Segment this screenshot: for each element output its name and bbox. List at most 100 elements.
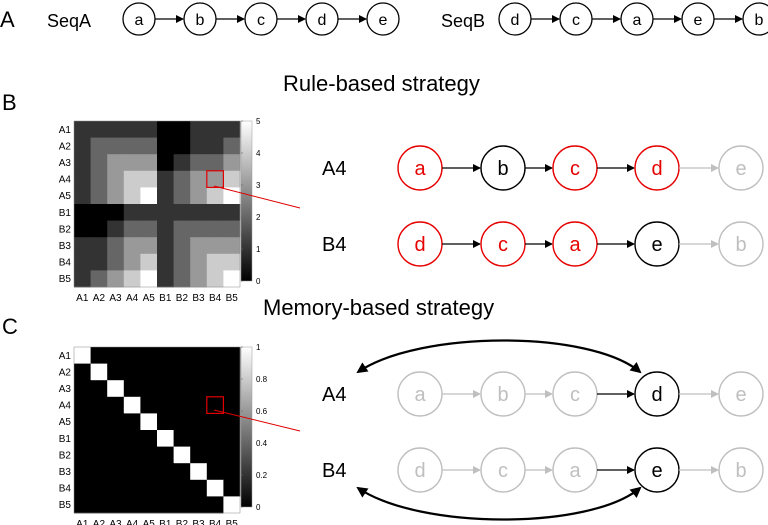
memory-matrix-cell xyxy=(123,396,141,414)
rule-matrix-cell xyxy=(157,121,174,138)
rule-matrix-cell xyxy=(173,121,191,138)
memory-matrix-cell xyxy=(173,463,191,481)
memory-matrix-cell xyxy=(123,446,141,464)
memory-strategy-title: Memory-based strategy xyxy=(263,295,494,320)
seqA-node-label: c xyxy=(257,12,265,29)
memory-matrix-frame xyxy=(73,346,241,514)
memory-matrix-cell xyxy=(206,446,224,464)
rule-matrix-colorbar-tick-label: 1 xyxy=(256,245,261,254)
rule-matrix-cell xyxy=(173,220,191,238)
memory-matrix-cell xyxy=(123,430,141,447)
memory-matrix-cell xyxy=(140,396,158,414)
memory-matrix-cell xyxy=(173,380,191,398)
memory-matrix-cell xyxy=(206,396,224,414)
memory-matrix-col-label: B4 xyxy=(209,519,222,525)
rule-matrix-cell xyxy=(223,253,241,271)
memory-matrix-cell xyxy=(157,446,174,464)
memory-matrix-cell xyxy=(74,496,91,514)
seqB-node-b xyxy=(742,2,768,36)
rule-matrix-cell xyxy=(74,187,91,205)
memory-matrix-cell xyxy=(206,430,224,447)
rule-matrix-cell xyxy=(157,137,174,155)
memory-matrix-col-label: B5 xyxy=(226,519,239,525)
memory-matrix-cell xyxy=(206,380,224,398)
memory-node-e xyxy=(718,371,764,417)
memory-node-label: c xyxy=(498,460,508,482)
rule-matrix-row-label: A1 xyxy=(59,125,72,136)
memory-matrix-col-label: B2 xyxy=(176,519,189,525)
memory-colorbar xyxy=(240,346,253,508)
rule-matrix-cell xyxy=(173,253,191,271)
memory-matrix-cell xyxy=(173,413,191,431)
rule-matrix-cell xyxy=(206,237,224,255)
memory-matrix-cell xyxy=(173,363,191,381)
rule-matrix-cell xyxy=(140,237,158,255)
seqB-node-label: b xyxy=(755,12,764,29)
memory-matrix-cell xyxy=(190,463,208,481)
memory-matrix-colorbar-tick-label: 0.2 xyxy=(256,471,268,480)
memory-matrix-col-label: A2 xyxy=(93,519,106,525)
rule-matrix-col-label: A3 xyxy=(109,293,122,304)
rule-matrix-cell xyxy=(107,154,125,172)
rule-matrix-cell xyxy=(107,237,125,255)
memory-matrix-cell xyxy=(157,463,174,481)
memory-matrix-cell xyxy=(223,396,241,414)
rule-matrix-cell xyxy=(206,220,224,238)
seqA-node-e xyxy=(366,2,400,36)
rule-matrix-cell xyxy=(206,170,224,188)
memory-matrix-cell xyxy=(107,446,125,464)
memory-matrix-cell xyxy=(74,446,91,464)
rule-matrix-cell xyxy=(90,237,108,255)
rule-matrix-cell xyxy=(223,187,241,205)
rule-matrix-row-label: A2 xyxy=(59,141,72,152)
rule-node-label: e xyxy=(651,234,662,256)
rule-matrix-cell xyxy=(206,154,224,172)
rule-matrix-cell xyxy=(173,237,191,255)
memory-matrix-cell xyxy=(173,479,191,497)
rule-colorbar xyxy=(240,120,253,282)
memory-node-label: a xyxy=(569,460,581,482)
memory-matrix-highlight-box xyxy=(206,396,225,414)
memory-matrix-colorbar-tick-label: 0 xyxy=(256,503,261,512)
rule-matrix-colorbar-tick-label: 2 xyxy=(256,213,261,222)
memory-matrix-cell xyxy=(157,380,174,398)
rule-matrix-col-label: A2 xyxy=(93,293,106,304)
rule-matrix-cell xyxy=(140,204,158,221)
rule-matrix-cell xyxy=(123,187,141,205)
rule-node-b xyxy=(718,221,764,267)
memory-node-label: b xyxy=(497,384,508,406)
rule-matrix-cell xyxy=(223,220,241,238)
rule-matrix-col-label: A5 xyxy=(143,293,156,304)
memory-matrix-cell xyxy=(90,347,108,364)
rule-strategy-title: Rule-based strategy xyxy=(283,71,480,96)
memory-matrix-cell xyxy=(74,413,91,431)
rule-matrix-cell xyxy=(157,270,174,288)
memory-node-label: b xyxy=(735,460,746,482)
rule-matrix-col-label: A1 xyxy=(76,293,89,304)
rule-matrix-cell xyxy=(107,137,125,155)
memory-matrix-cell xyxy=(74,479,91,497)
memory-matrix-cell xyxy=(90,463,108,481)
rule-matrix-cell xyxy=(223,204,241,221)
memory-matrix-row-label: B3 xyxy=(59,467,72,478)
rule-matrix-cell xyxy=(157,154,174,172)
rule-matrix-row-label: B5 xyxy=(59,274,72,285)
memory-matrix-cell xyxy=(206,363,224,381)
memory-matrix-cell xyxy=(190,380,208,398)
memory-matrix-row-label: B4 xyxy=(59,484,72,495)
memory-matrix-cell xyxy=(223,463,241,481)
rule-node-label: c xyxy=(498,234,508,256)
memory-matrix-row-label: B1 xyxy=(59,434,72,445)
memory-matrix-cell xyxy=(123,479,141,497)
memory-matrix-cell xyxy=(173,396,191,414)
rule-matrix-cell xyxy=(90,220,108,238)
memory-matrix-cell xyxy=(223,479,241,497)
rule-matrix-row-label: B1 xyxy=(59,208,72,219)
rule-row-label: B4 xyxy=(322,234,346,256)
memory-matrix-cell xyxy=(206,479,224,497)
rule-matrix-cell xyxy=(90,253,108,271)
rule-matrix-cell xyxy=(223,170,241,188)
memory-arrow-top xyxy=(356,339,642,374)
